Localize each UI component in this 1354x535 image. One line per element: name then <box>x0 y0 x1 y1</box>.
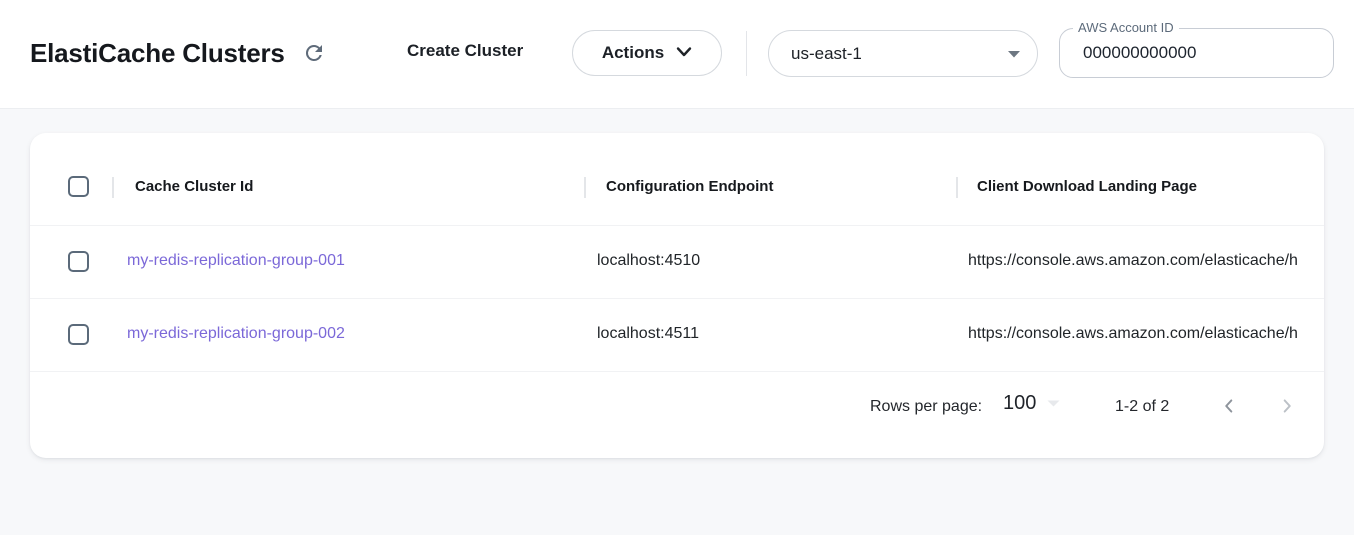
rows-per-page-select[interactable]: 100 <box>1003 392 1060 415</box>
actions-menu-button[interactable]: Actions <box>572 30 722 76</box>
rows-per-page-value: 100 <box>1003 392 1037 414</box>
aws-account-id-field: AWS Account ID <box>1059 20 1334 78</box>
column-header-client-download-landing-page[interactable]: Client Download Landing Page <box>977 178 1198 195</box>
clusters-table-card: Cache Cluster Id Configuration Endpoint … <box>30 133 1324 458</box>
configuration-endpoint-cell: localhost:4511 <box>597 325 699 342</box>
row-checkbox[interactable] <box>68 251 89 272</box>
chevron-left-icon <box>1218 395 1240 420</box>
header-divider <box>30 225 1324 226</box>
footer-divider <box>30 371 1324 372</box>
region-select-value: us-east-1 <box>791 43 862 63</box>
previous-page-button[interactable] <box>1209 387 1249 427</box>
configuration-endpoint-cell: localhost:4510 <box>597 252 701 269</box>
landing-page-cell: https://console.aws.amazon.com/elasticac… <box>968 325 1298 342</box>
refresh-button[interactable] <box>300 40 328 68</box>
rows-per-page-label: Rows per page: <box>870 398 983 415</box>
page-title: ElastiCache Clusters <box>30 38 285 68</box>
next-page-button[interactable] <box>1267 387 1307 427</box>
column-header-configuration-endpoint[interactable]: Configuration Endpoint <box>606 178 774 195</box>
column-separator[interactable] <box>956 177 958 198</box>
pagination-range-label: 1-2 of 2 <box>1115 398 1170 415</box>
chevron-right-icon <box>1276 395 1298 420</box>
chevron-down-icon <box>676 46 692 61</box>
rows-per-page-caret-icon <box>1047 400 1060 415</box>
aws-account-id-label: AWS Account ID <box>1073 20 1179 35</box>
refresh-icon <box>302 41 326 68</box>
region-select[interactable]: us-east-1 <box>768 30 1038 77</box>
column-separator[interactable] <box>112 177 114 198</box>
select-all-checkbox[interactable] <box>68 176 89 197</box>
select-caret-icon <box>1007 45 1021 63</box>
landing-page-cell: https://console.aws.amazon.com/elasticac… <box>968 252 1298 269</box>
cluster-id-link[interactable]: my-redis-replication-group-002 <box>127 325 345 342</box>
aws-account-id-input[interactable] <box>1060 29 1333 77</box>
create-cluster-button[interactable]: Create Cluster <box>407 41 524 60</box>
row-checkbox[interactable] <box>68 324 89 345</box>
column-header-cache-cluster-id[interactable]: Cache Cluster Id <box>135 178 254 195</box>
row-divider <box>30 298 1324 299</box>
toolbar-divider <box>746 31 747 76</box>
actions-button-label: Actions <box>601 43 665 62</box>
cluster-id-link[interactable]: my-redis-replication-group-001 <box>127 252 345 269</box>
column-separator[interactable] <box>584 177 586 198</box>
top-toolbar: ElastiCache Clusters Create Cluster Acti… <box>0 0 1354 109</box>
